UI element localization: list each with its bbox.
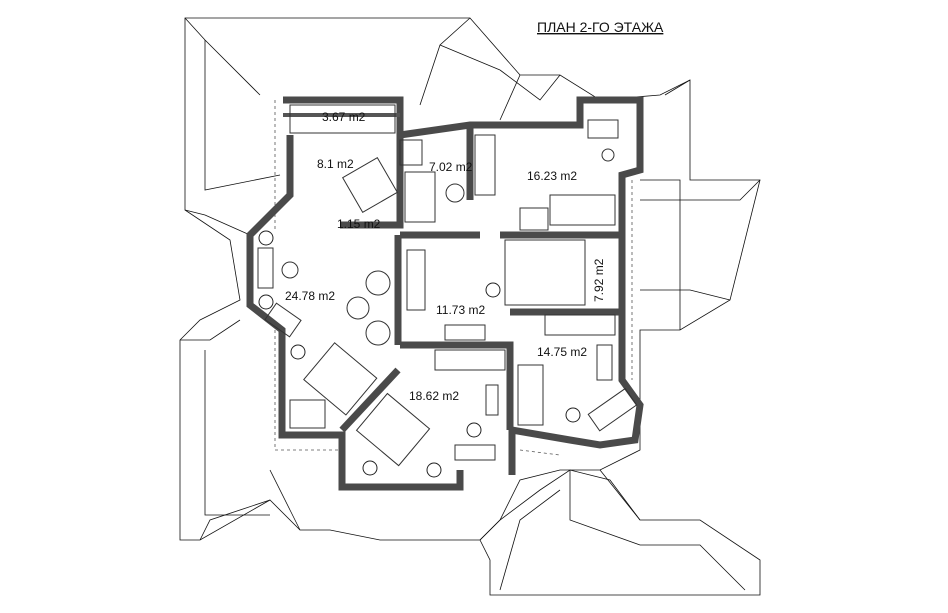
roof-lines [179,17,761,596]
plants [258,230,581,478]
furniture [257,104,638,467]
walls [246,96,644,491]
room-area-stair-landing: 7.92 m2 [592,258,606,302]
room-area-bathroom-2: 7.02 m2 [429,160,473,174]
room-area-bedroom-2: 14.75 m2 [537,345,587,359]
room-area-living-room: 24.78 m2 [285,289,335,303]
room-area-corridor-small: 1.15 m2 [337,217,381,231]
room-area-balcony: 3.67 m2 [322,110,366,124]
plan-title: ПЛАН 2-ГО ЭТАЖА [537,19,664,35]
room-area-bedroom-1: 16.23 m2 [527,169,577,183]
room-area-bedroom-3: 18.62 m2 [409,389,459,403]
room-area-bathroom-1: 8.1 m2 [317,157,354,171]
room-area-hall: 11.73 m2 [436,303,485,317]
